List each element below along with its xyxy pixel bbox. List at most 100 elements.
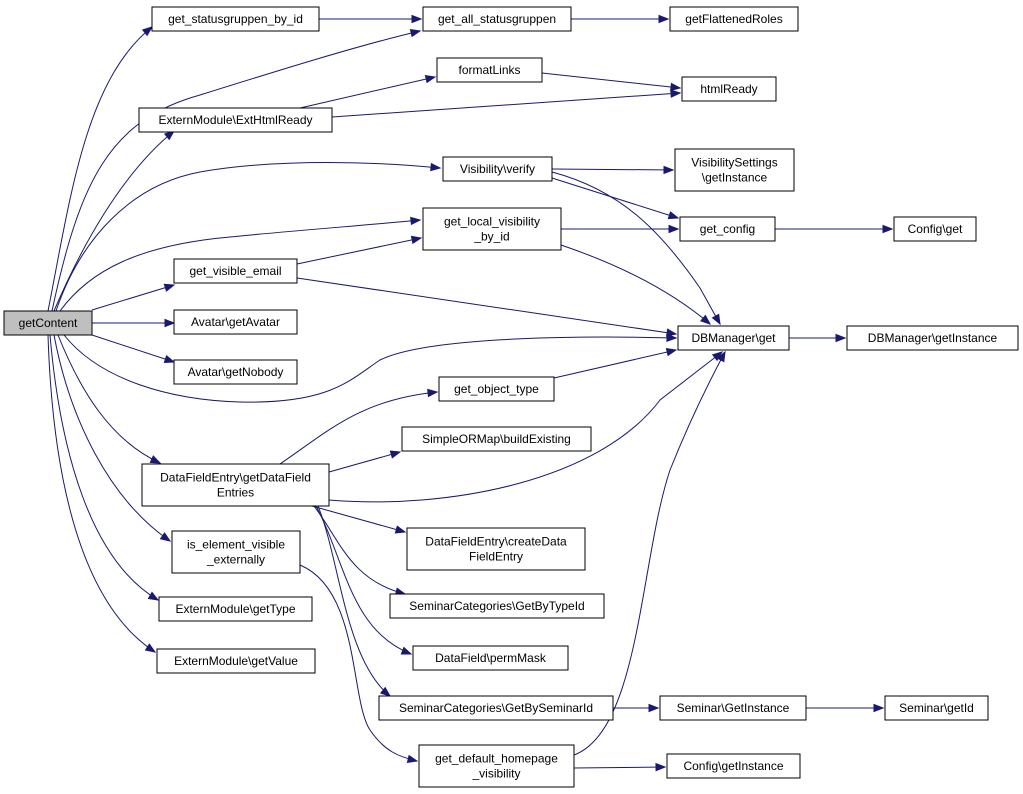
node-label: getContent [19,316,78,330]
edge-line [296,237,422,265]
node-Avatar_getNobody[interactable]: Avatar\getNobody [173,359,298,385]
node-formatLinks[interactable]: formatLinks [436,57,543,83]
node-box[interactable] [171,530,301,574]
node-label: Seminar\getId [899,701,974,715]
node-htmlReady[interactable]: htmlReady [681,76,777,102]
node-Config_get[interactable]: Config\get [893,216,977,242]
edge-arrowhead [670,82,682,92]
node-SeminarCategories_GetBySeminarId[interactable]: SeminarCategories\GetBySeminarId [378,695,614,721]
node-box[interactable] [378,695,614,721]
edge-line [296,277,677,335]
edge-arrowhead [427,388,439,398]
edge-line [541,72,681,89]
node-box[interactable] [173,309,298,335]
edge-line [299,76,436,109]
node-label: _externally [206,553,265,567]
node-getContent[interactable]: getContent [3,310,93,336]
node-is_element_visible_externally[interactable]: is_element_visible_externally [171,530,301,574]
node-box[interactable] [669,6,799,32]
edge-arrowhead [147,591,160,601]
node-box[interactable] [173,258,298,284]
node-get_object_type[interactable]: get_object_type [438,376,555,402]
node-box[interactable] [659,695,807,721]
node-Avatar_getAvatar[interactable]: Avatar\getAvatar [173,309,298,335]
edge-arrowhead [400,646,413,655]
node-box[interactable] [893,216,977,242]
node-box[interactable] [173,359,298,385]
node-Seminar_getId[interactable]: Seminar\getId [884,695,989,721]
edge-get_all_statusgruppen-to-getFlattenedRoles [571,14,670,24]
edge-get_visible_email-to-DBManager_get [296,277,678,337]
call-edges [47,14,894,772]
node-box[interactable] [401,426,592,452]
node-box[interactable] [412,645,569,671]
edge-line [560,244,711,325]
node-VisibilitySettings_getInstance[interactable]: VisibilitySettings\getInstance [674,148,795,192]
edge-line [47,334,156,653]
edge-arrowhead [665,348,678,357]
edge-line [551,171,721,325]
node-box[interactable] [679,216,776,242]
edge-getContent-to-Visibility_verify [55,162,442,312]
node-label: FieldEntry [469,550,523,564]
node-get_default_homepage_visibility[interactable]: get_default_homepage_visibility [418,744,575,788]
node-box[interactable] [666,753,801,779]
node-box[interactable] [141,463,330,507]
edge-getContent-to-Avatar_getNobody [91,334,176,364]
node-box[interactable] [442,156,553,182]
node-getFlattenedRoles[interactable]: getFlattenedRoles [669,6,799,32]
edge-arrowhead [411,14,423,24]
edge-Visibility_verify-to-get_config [551,177,680,220]
node-box[interactable] [422,6,572,32]
edge-arrowhead [164,318,176,328]
node-DataField_permMask[interactable]: DataField\permMask [412,645,569,671]
edge-DataFieldEntry_getDataFieldEntries-to-DataFieldEntry_createDataFieldEntry [311,505,407,534]
node-label: ExternModule\getType [175,602,295,616]
edge-line [551,177,679,219]
node-label: Seminar\GetInstance [677,701,790,715]
node-SeminarCategories_GetByTypeId[interactable]: SeminarCategories\GetByTypeId [389,593,605,619]
node-Seminar_GetInstance[interactable]: Seminar\GetInstance [659,695,807,721]
node-box[interactable] [151,6,320,32]
node-box[interactable] [156,648,316,674]
node-box[interactable] [884,695,989,721]
node-ExternModule_getType[interactable]: ExternModule\getType [158,596,313,622]
node-SimpleORMap_buildExisting[interactable]: SimpleORMap\buildExisting [401,426,592,452]
node-get_statusgruppen_by_id[interactable]: get_statusgruppen_by_id [151,6,320,32]
node-get_config[interactable]: get_config [679,216,776,242]
node-DBManager_getInstance[interactable]: DBManager\getInstance [846,325,1019,351]
node-DBManager_get[interactable]: DBManager\get [677,325,790,351]
node-get_local_visibility_by_id[interactable]: get_local_visibility_by_id [422,207,562,251]
node-box[interactable] [389,593,605,619]
node-label: get_all_statusgruppen [438,12,556,26]
node-box[interactable] [406,527,586,571]
edge-arrowhead [163,355,176,364]
node-Config_getInstance[interactable]: Config\getInstance [666,753,801,779]
node-ExternModule_ExtHtmlReady[interactable]: ExternModule\ExtHtmlReady [138,107,333,133]
node-box[interactable] [681,76,777,102]
node-box[interactable] [418,744,575,788]
node-get_all_statusgruppen[interactable]: get_all_statusgruppen [422,6,572,32]
node-box[interactable] [158,596,313,622]
node-box[interactable] [138,107,333,133]
node-box[interactable] [3,310,93,336]
node-label: VisibilitySettings [691,156,777,170]
edge-line [51,30,421,312]
edge-getContent-to-get_local_visibility_by_id [59,216,422,312]
node-box[interactable] [438,376,555,402]
node-label: DBManager\get [691,331,776,345]
edge-line [317,505,391,697]
node-Visibility_verify[interactable]: Visibility\verify [442,156,553,182]
edge-get_statusgruppen_by_id-to-get_all_statusgruppen [319,14,423,24]
node-ExternModule_getValue[interactable]: ExternModule\getValue [156,648,316,674]
node-box[interactable] [846,325,1019,351]
node-box[interactable] [677,325,790,351]
edge-arrowhead [163,283,176,292]
node-box[interactable] [422,207,562,251]
node-box[interactable] [674,148,795,192]
node-get_visible_email[interactable]: get_visible_email [173,258,298,284]
node-label: Visibility\verify [460,162,535,176]
node-box[interactable] [436,57,543,83]
